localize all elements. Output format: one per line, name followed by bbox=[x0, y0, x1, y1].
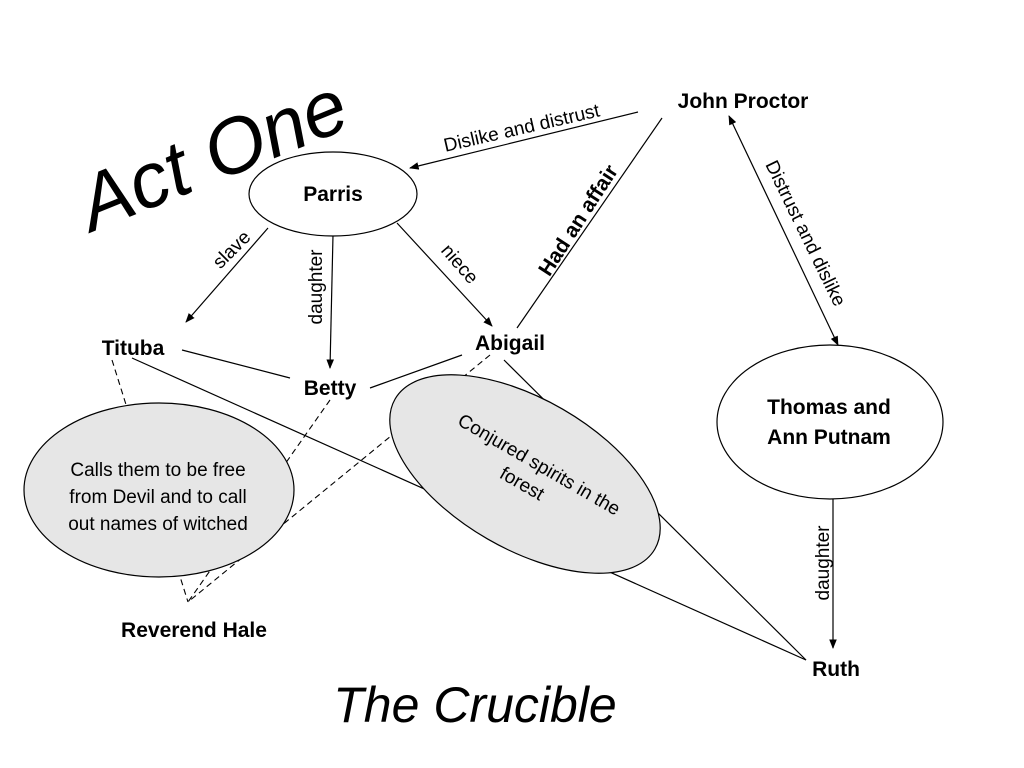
abigail-node: Abigail bbox=[475, 332, 545, 355]
parris-node: Parris bbox=[303, 183, 363, 206]
proctor-abigail-label: Had an affair bbox=[534, 161, 623, 280]
tituba-betty-line bbox=[181, 349, 291, 379]
parris-abigail-label: niece bbox=[436, 240, 482, 288]
betty-abigail-line bbox=[369, 354, 463, 389]
ruth-node: Ruth bbox=[812, 658, 860, 681]
john-proctor-node: John Proctor bbox=[678, 90, 809, 113]
proctor-putnams-label: Distrust and dislike bbox=[761, 157, 850, 310]
parris-abigail-arrow bbox=[396, 222, 493, 327]
parris-betty-arrow bbox=[326, 234, 335, 369]
parris-oval bbox=[248, 151, 418, 237]
proctor-putnams-arrow bbox=[728, 115, 839, 346]
proctor-parris-label: Dislike and distrust bbox=[442, 100, 603, 156]
hale-bubble-line1: Calls them to be free bbox=[70, 460, 245, 481]
reverend-hale-node: Reverend Hale bbox=[121, 619, 267, 642]
parris-tituba-arrow bbox=[185, 227, 269, 323]
betty-node: Betty bbox=[304, 377, 357, 400]
proctor-abigail-line bbox=[516, 117, 663, 329]
putnams-node-line2: Ann Putnam bbox=[767, 426, 891, 449]
hale-bubble bbox=[23, 402, 295, 578]
hale-bubble-line2: from Devil and to call bbox=[69, 487, 246, 508]
putnams-ruth-label: daughter bbox=[813, 525, 834, 601]
play-title: The Crucible bbox=[333, 677, 616, 733]
putnams-node-line1: Thomas and bbox=[767, 396, 891, 419]
forest-bubble bbox=[389, 374, 661, 574]
putnams-oval bbox=[716, 344, 944, 500]
parris-betty-label: daughter bbox=[306, 249, 327, 325]
hale-bubble-line3: out names of witched bbox=[68, 514, 248, 535]
tituba-node: Tituba bbox=[102, 337, 165, 360]
proctor-parris-arrow bbox=[409, 111, 639, 170]
